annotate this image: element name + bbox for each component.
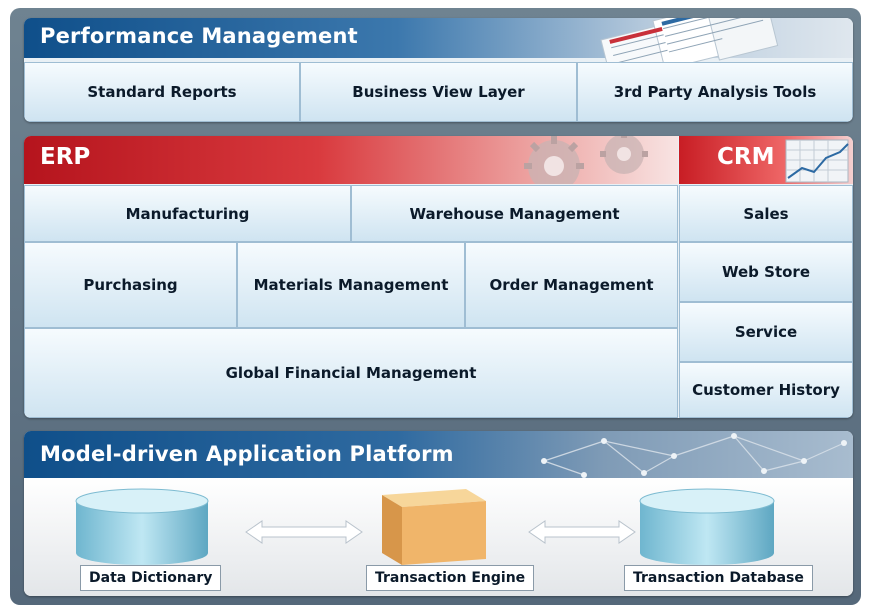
box-icon [382, 489, 486, 565]
erp-title: ERP [40, 144, 91, 170]
network-icon [541, 433, 847, 478]
crm-title: CRM [717, 144, 775, 170]
performance-panel: Performance Management Standard Reports … [24, 18, 853, 122]
performance-title: Performance Management [40, 24, 358, 48]
global-financial-management-box: Global Financial Management [24, 328, 678, 418]
transaction-engine-label: Transaction Engine [366, 565, 535, 591]
double-arrow-icon [245, 520, 363, 544]
web-store-box: Web Store [679, 242, 853, 302]
erp-crm-panel: ERP CRM Manufacturing Warehouse Manageme… [24, 136, 853, 418]
double-arrow-icon [528, 520, 636, 544]
cylinder-icon [639, 488, 775, 565]
platform-title: Model-driven Application Platform [40, 442, 454, 466]
manufacturing-box: Manufacturing [24, 185, 351, 242]
gears-icon [524, 136, 648, 184]
platform-panel: Model-driven Application Platform Data D… [24, 431, 853, 596]
warehouse-management-box: Warehouse Management [351, 185, 678, 242]
cylinder-icon [75, 488, 209, 565]
business-view-layer-box: Business View Layer [300, 62, 577, 122]
transaction-database-label: Transaction Database [624, 565, 813, 591]
platform-header [24, 431, 853, 478]
materials-management-box: Materials Management [237, 242, 465, 328]
data-dictionary-label: Data Dictionary [80, 565, 222, 591]
standard-reports-box: Standard Reports [24, 62, 300, 122]
chart-icon [785, 139, 849, 183]
sales-box: Sales [679, 185, 853, 242]
purchasing-box: Purchasing [24, 242, 237, 328]
third-party-analysis-tools-box: 3rd Party Analysis Tools [577, 62, 853, 122]
report-sheets-icon [600, 18, 779, 72]
order-management-box: Order Management [465, 242, 678, 328]
service-box: Service [679, 302, 853, 362]
customer-history-box: Customer History [679, 362, 853, 418]
